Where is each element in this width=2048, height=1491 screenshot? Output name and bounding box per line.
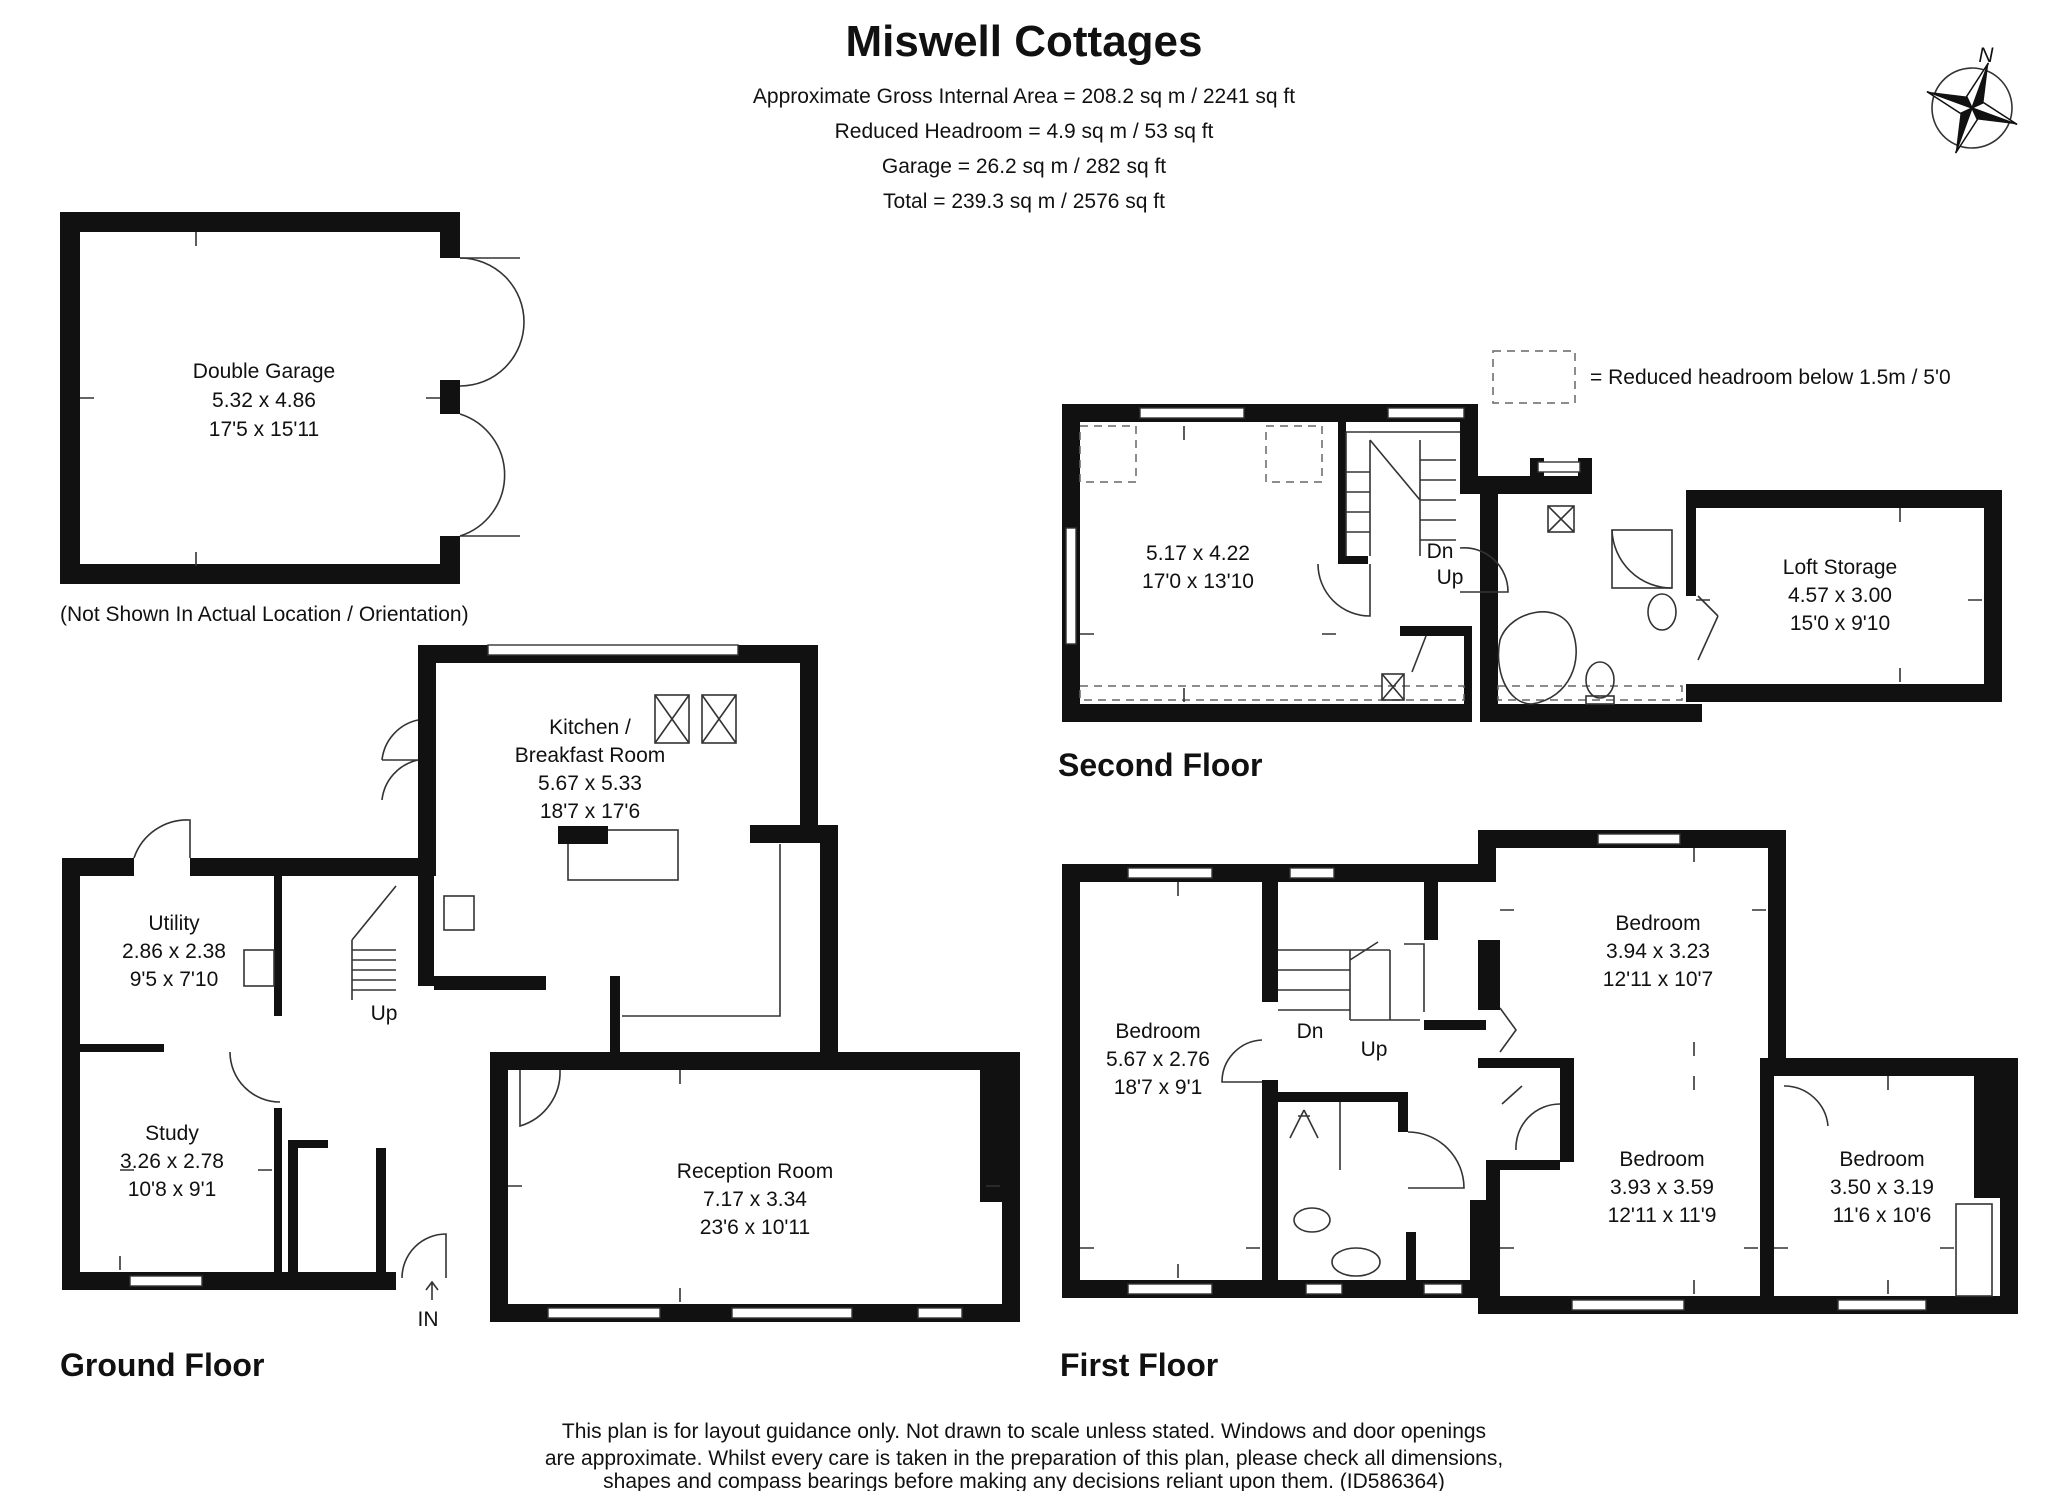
second-floor-stairs-up: Up xyxy=(1437,566,1464,589)
bedroom-1-imperial: 18'7 x 9'1 xyxy=(1114,1076,1203,1099)
basin-icon xyxy=(1647,593,1677,631)
ground-floor-stairs-up: Up xyxy=(371,1002,398,1025)
ground-floor-entrance: IN xyxy=(418,1308,439,1331)
compass-north-label: N xyxy=(1978,44,1994,67)
bedroom-3-imperial: 12'11 x 11'9 xyxy=(1608,1204,1717,1227)
garage-location-note: (Not Shown In Actual Location / Orientat… xyxy=(60,603,469,626)
garage-room-imperial: 17'5 x 15'11 xyxy=(209,418,319,441)
rooflight-icon xyxy=(1381,673,1405,701)
utility-room-name: Utility xyxy=(148,912,200,935)
basin-icon xyxy=(1331,1247,1381,1277)
utility-room-imperial: 9'5 x 7'10 xyxy=(130,968,219,991)
loft-storage-imperial: 15'0 x 9'10 xyxy=(1790,612,1890,635)
garage-room-metric: 5.32 x 4.86 xyxy=(212,389,316,412)
bedroom-4-metric: 3.50 x 3.19 xyxy=(1830,1176,1934,1199)
loft-storage-metric: 4.57 x 3.00 xyxy=(1788,584,1892,607)
bedroom-3-name: Bedroom xyxy=(1619,1148,1704,1171)
kitchen-island xyxy=(567,829,679,881)
compass-icon xyxy=(1926,62,2018,154)
kitchen-room-name-2: Breakfast Room xyxy=(515,744,666,767)
second-floor-plan xyxy=(1062,404,2002,722)
disclaimer-line-3: shapes and compass bearings before makin… xyxy=(603,1470,1445,1491)
reception-room-imperial: 23'6 x 10'11 xyxy=(700,1216,810,1239)
garage-plan xyxy=(60,212,525,584)
toilet-icon xyxy=(1293,1207,1331,1233)
study-room-metric: 3.26 x 2.78 xyxy=(120,1150,224,1173)
disclaimer-line-1: This plan is for layout guidance only. N… xyxy=(562,1420,1486,1443)
second-floor-room-imperial: 17'0 x 13'10 xyxy=(1142,570,1254,593)
study-room-imperial: 10'8 x 9'1 xyxy=(128,1178,217,1201)
reception-room-name: Reception Room xyxy=(677,1160,833,1183)
ground-floor-plan xyxy=(62,644,1020,1322)
loft-storage-name: Loft Storage xyxy=(1783,556,1897,579)
ground-floor-label: Ground Floor xyxy=(60,1347,264,1383)
shower-icon xyxy=(1289,1109,1319,1139)
reduced-headroom-legend-text: = Reduced headroom below 1.5m / 5'0 xyxy=(1590,366,1951,389)
garage-room-name: Double Garage xyxy=(193,360,335,383)
first-floor-label: First Floor xyxy=(1060,1347,1218,1383)
kitchen-room-metric: 5.67 x 5.33 xyxy=(538,772,642,795)
bedroom-2-metric: 3.94 x 3.23 xyxy=(1606,940,1710,963)
rooflight-icon xyxy=(654,694,690,744)
second-floor-label: Second Floor xyxy=(1058,747,1262,783)
area-line-total: Total = 239.3 sq m / 2576 sq ft xyxy=(883,190,1165,213)
rooflight-icon xyxy=(1547,505,1575,533)
study-room-name: Study xyxy=(145,1122,199,1145)
bedroom-2-imperial: 12'11 x 10'7 xyxy=(1603,968,1713,991)
reception-room-metric: 7.17 x 3.34 xyxy=(703,1188,807,1211)
utility-room-metric: 2.86 x 2.38 xyxy=(122,940,226,963)
bedroom-1-name: Bedroom xyxy=(1115,1020,1200,1043)
bedroom-4-imperial: 11'6 x 10'6 xyxy=(1833,1204,1932,1227)
second-floor-room-metric: 5.17 x 4.22 xyxy=(1146,542,1250,565)
area-line-reduced: Reduced Headroom = 4.9 sq m / 53 sq ft xyxy=(835,120,1214,143)
page-title: Miswell Cottages xyxy=(846,17,1203,66)
sink-icon xyxy=(243,949,275,987)
bedroom-2-name: Bedroom xyxy=(1615,912,1700,935)
rooflight-icon xyxy=(701,694,737,744)
bedroom-3-metric: 3.93 x 3.59 xyxy=(1610,1176,1714,1199)
sink-icon xyxy=(443,895,475,931)
kitchen-room-imperial: 18'7 x 17'6 xyxy=(540,800,640,823)
area-line-garage: Garage = 26.2 sq m / 282 sq ft xyxy=(882,155,1166,178)
area-line-gross: Approximate Gross Internal Area = 208.2 … xyxy=(753,85,1295,108)
kitchen-room-name: Kitchen / xyxy=(549,716,631,739)
disclaimer-line-2: are approximate. Whilst every care is ta… xyxy=(545,1447,1503,1470)
shower-icon xyxy=(1611,529,1673,589)
first-floor-stairs-up: Up xyxy=(1361,1038,1388,1061)
bedroom-4-name: Bedroom xyxy=(1839,1148,1924,1171)
first-floor-plan xyxy=(1062,830,2018,1314)
bedroom-1-metric: 5.67 x 2.76 xyxy=(1106,1048,1210,1071)
toilet-icon xyxy=(1585,661,1615,699)
reduced-headroom-legend-swatch xyxy=(1492,350,1576,404)
bath-icon xyxy=(1497,611,1577,705)
second-floor-stairs-dn: Dn xyxy=(1427,540,1454,563)
first-floor-stairs-dn: Dn xyxy=(1297,1020,1324,1043)
